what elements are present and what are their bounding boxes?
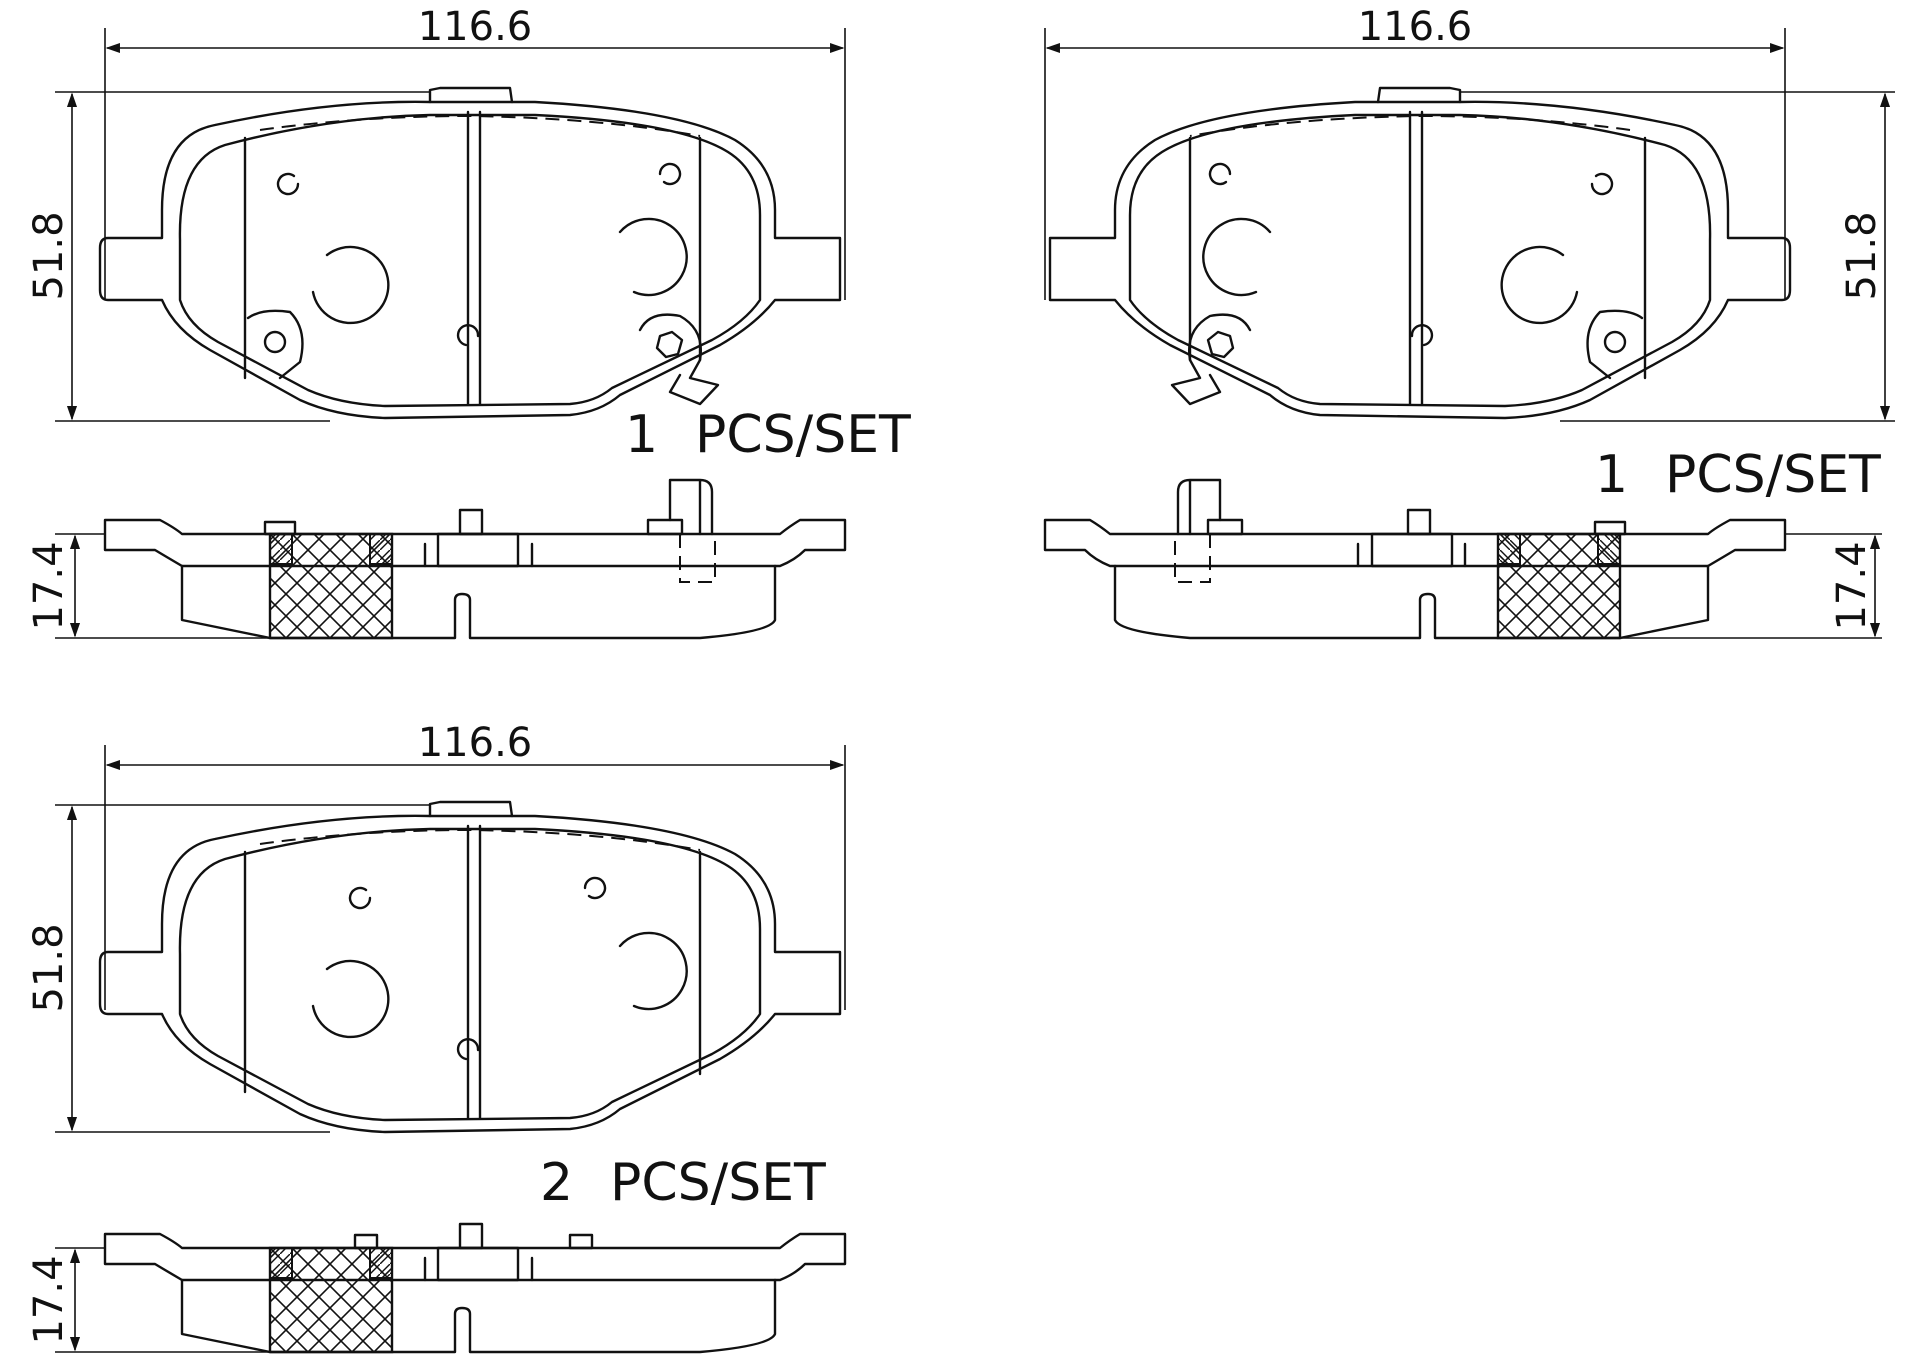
quantity-value: 1	[625, 405, 658, 465]
height-dimension: 51.8	[1460, 91, 1895, 422]
pad-side-view	[1043, 478, 1787, 640]
pad-top-left: 116.6 51.8 1	[26, 4, 911, 640]
pad-front-view	[98, 86, 842, 420]
thickness-label: 17.4	[26, 1255, 72, 1344]
width-dimension: 116.6	[104, 4, 846, 300]
thickness-dimension: 17.4	[26, 1247, 270, 1353]
pad-front-view	[98, 800, 842, 1134]
thickness-label: 17.4	[26, 541, 72, 630]
quantity-value: 2	[540, 1153, 573, 1213]
height-dimension: 51.8	[26, 91, 430, 422]
pad-top-right: 116.6 51.8 1	[1043, 4, 1895, 640]
thickness-dimension: 17.4	[1620, 533, 1882, 639]
height-label: 51.8	[26, 923, 72, 1012]
quantity-value: 1	[1595, 445, 1628, 505]
width-dimension: 116.6	[1044, 4, 1786, 300]
height-dimension: 51.8	[26, 804, 430, 1133]
thickness-dimension: 17.4	[26, 533, 270, 639]
thickness-label: 17.4	[1829, 541, 1875, 630]
width-label: 116.6	[418, 4, 533, 50]
pad-side-view	[103, 478, 847, 640]
quantity-unit: PCS/SET	[610, 1153, 826, 1213]
height-label: 51.8	[1839, 211, 1885, 300]
pad-bottom-left: 116.6 51.8 2 PCS/SET	[26, 720, 847, 1354]
quantity-unit: PCS/SET	[1665, 445, 1881, 505]
width-label: 116.6	[1358, 4, 1473, 50]
pad-side-view	[103, 1222, 847, 1354]
pad-front-view	[1048, 86, 1792, 420]
width-label: 116.6	[418, 720, 533, 766]
height-label: 51.8	[26, 211, 72, 300]
quantity-unit: PCS/SET	[695, 405, 911, 465]
width-dimension: 116.6	[104, 720, 846, 1010]
